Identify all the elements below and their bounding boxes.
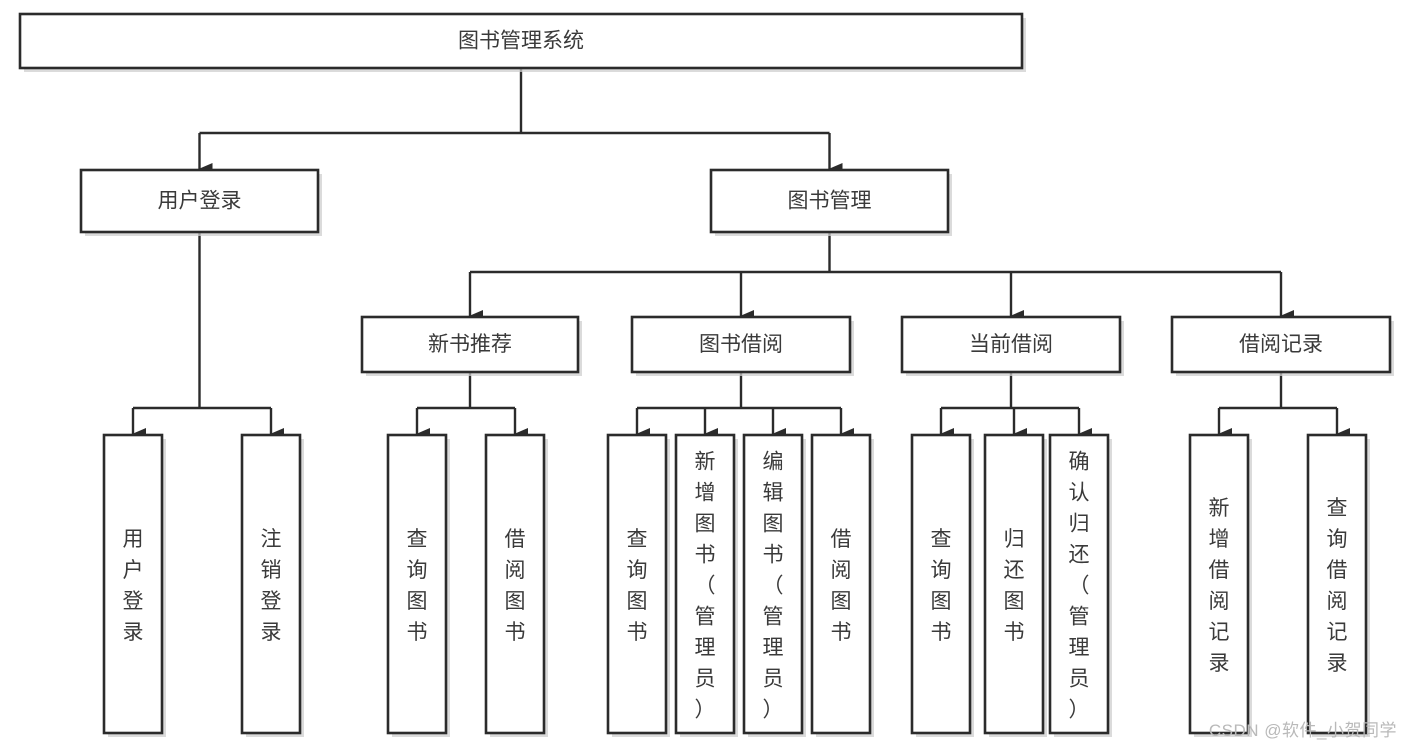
node-label: 图书管理 <box>788 190 872 213</box>
node-current-borrow[interactable]: 当前借阅 <box>900 315 1124 376</box>
node-leaf-borrow-book-1[interactable]: 借阅图书 <box>484 433 548 737</box>
node-box[interactable] <box>1188 433 1250 735</box>
node-user-login[interactable]: 用户登录 <box>79 168 322 236</box>
node-new-book-recommend[interactable]: 新书推荐 <box>360 315 582 376</box>
node-box[interactable] <box>484 433 546 735</box>
node-book-manage[interactable]: 图书管理 <box>709 168 952 236</box>
node-box[interactable] <box>386 433 448 735</box>
node-leaf-confirm-return[interactable]: 确认归还（管理员） <box>1048 433 1112 737</box>
node-label: 图书借阅 <box>699 333 783 356</box>
node-label: 新增图书（管理员） <box>695 451 716 722</box>
node-leaf-edit-book[interactable]: 编辑图书（管理员） <box>742 433 806 737</box>
node-leaf-query-book-3[interactable]: 查询图书 <box>910 433 974 737</box>
node-label: 借阅图书 <box>505 528 526 644</box>
node-label: 借阅记录 <box>1239 333 1323 356</box>
node-label: 归还图书 <box>1004 528 1025 644</box>
node-label: 当前借阅 <box>969 333 1053 356</box>
node-label: 查询图书 <box>407 528 428 644</box>
node-root[interactable]: 图书管理系统 <box>18 12 1026 72</box>
node-box[interactable] <box>709 168 950 234</box>
node-box[interactable] <box>360 315 580 374</box>
node-box[interactable] <box>606 433 668 735</box>
node-box[interactable] <box>900 315 1122 374</box>
node-leaf-user-logout[interactable]: 注销登录 <box>240 433 304 737</box>
node-box[interactable] <box>674 433 736 735</box>
node-label: 注销登录 <box>261 528 282 644</box>
node-borrow-record[interactable]: 借阅记录 <box>1170 315 1394 376</box>
node-leaf-borrow-book-2[interactable]: 借阅图书 <box>810 433 874 737</box>
node-label: 用户登录 <box>123 528 144 644</box>
node-leaf-add-borrow-record[interactable]: 新增借阅记录 <box>1188 433 1252 737</box>
connector-layer <box>131 68 1350 440</box>
node-label: 新增借阅记录 <box>1209 497 1230 675</box>
node-box[interactable] <box>810 433 872 735</box>
node-leaf-return-book[interactable]: 归还图书 <box>983 433 1047 737</box>
node-layer: 图书管理系统用户登录图书管理新书推荐图书借阅当前借阅借阅记录用户登录注销登录查询… <box>18 12 1394 737</box>
node-box[interactable] <box>742 433 804 735</box>
node-leaf-query-book-1[interactable]: 查询图书 <box>386 433 450 737</box>
node-label: 图书管理系统 <box>458 30 584 53</box>
node-leaf-query-borrow-record[interactable]: 查询借阅记录 <box>1306 433 1370 737</box>
node-box[interactable] <box>79 168 320 234</box>
node-label: 编辑图书（管理员） <box>763 451 784 722</box>
node-box[interactable] <box>910 433 972 735</box>
node-leaf-user-login[interactable]: 用户登录 <box>102 433 166 737</box>
node-box[interactable] <box>18 12 1024 70</box>
node-box[interactable] <box>983 433 1045 735</box>
node-box[interactable] <box>102 433 164 735</box>
node-label: 确认归还（管理员） <box>1069 451 1090 722</box>
node-box[interactable] <box>1048 433 1110 735</box>
node-box[interactable] <box>1306 433 1368 735</box>
node-label: 查询图书 <box>931 528 952 644</box>
node-leaf-query-book-2[interactable]: 查询图书 <box>606 433 670 737</box>
node-leaf-add-book[interactable]: 新增图书（管理员） <box>674 433 738 737</box>
node-label: 用户登录 <box>158 190 242 213</box>
node-label: 查询图书 <box>627 528 648 644</box>
node-label: 新书推荐 <box>428 333 512 356</box>
node-box[interactable] <box>1170 315 1392 374</box>
node-label: 借阅图书 <box>831 528 852 644</box>
node-label: 查询借阅记录 <box>1327 497 1348 675</box>
node-box[interactable] <box>630 315 852 374</box>
node-box[interactable] <box>240 433 302 735</box>
node-book-borrow[interactable]: 图书借阅 <box>630 315 854 376</box>
